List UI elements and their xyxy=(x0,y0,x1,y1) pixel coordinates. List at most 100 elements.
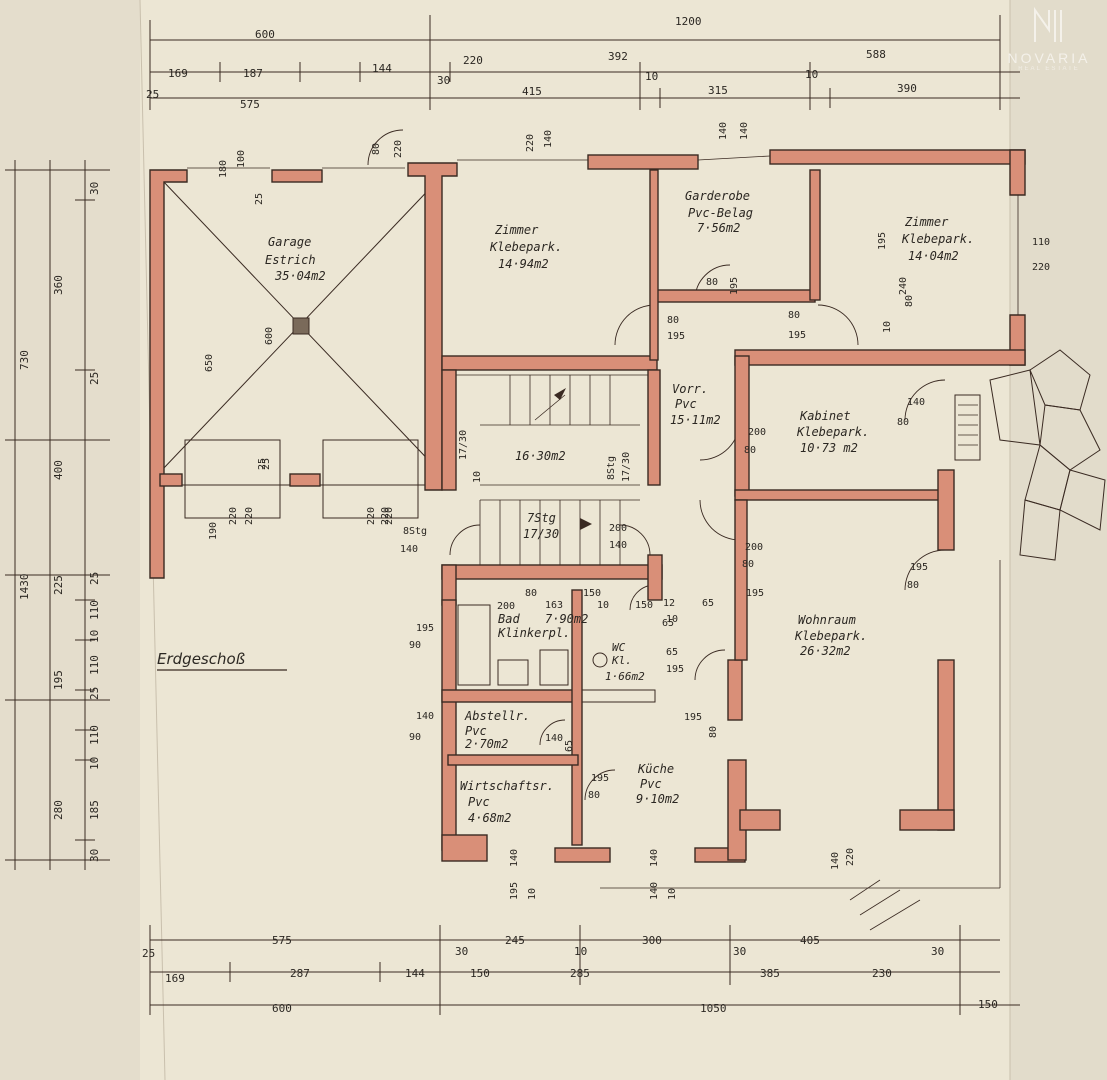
room-kueche: Küche Pvc 9·10m2 xyxy=(636,762,681,806)
svg-text:25: 25 xyxy=(88,372,101,385)
room-bad: Bad Klinkerpl. xyxy=(497,612,570,640)
svg-text:225: 225 xyxy=(52,575,65,595)
room-bad-area: 7·90m2 xyxy=(545,612,588,626)
svg-text:25: 25 xyxy=(261,458,272,470)
svg-text:150: 150 xyxy=(635,600,653,611)
svg-text:10: 10 xyxy=(666,614,678,625)
svg-text:30: 30 xyxy=(437,74,450,87)
svg-text:195: 195 xyxy=(509,882,520,900)
svg-text:140: 140 xyxy=(649,882,660,900)
svg-text:315: 315 xyxy=(708,84,728,97)
svg-text:25: 25 xyxy=(142,947,155,960)
svg-text:140: 140 xyxy=(416,711,434,722)
door-labels: 80 220 180 100 25 220 140 140 140 650 60… xyxy=(204,122,1050,900)
room-garderobe: Garderobe Pvc-Belag 7·56m2 xyxy=(685,189,760,235)
svg-text:110: 110 xyxy=(88,655,101,675)
svg-text:300: 300 xyxy=(642,934,662,947)
svg-text:195: 195 xyxy=(416,623,434,634)
svg-text:110: 110 xyxy=(88,600,101,620)
svg-text:140: 140 xyxy=(400,544,418,555)
svg-text:150: 150 xyxy=(583,588,601,599)
svg-text:80: 80 xyxy=(788,310,800,321)
floor-title: Erdgeschoß xyxy=(157,650,245,668)
svg-text:140: 140 xyxy=(907,397,925,408)
svg-text:17/30: 17/30 xyxy=(458,430,469,460)
svg-text:140: 140 xyxy=(509,849,520,867)
svg-text:10: 10 xyxy=(805,68,818,81)
svg-text:220: 220 xyxy=(1032,262,1050,273)
room-zimmer-2: Zimmer Klebepark. 14·04m2 xyxy=(901,215,981,263)
svg-text:80: 80 xyxy=(742,559,754,570)
room-abstellraum: Abstellr. Pvc 2·70m2 xyxy=(464,709,537,751)
svg-text:140: 140 xyxy=(545,733,563,744)
svg-text:405: 405 xyxy=(800,934,820,947)
svg-text:600: 600 xyxy=(255,28,275,41)
svg-text:10: 10 xyxy=(527,888,538,900)
svg-text:25: 25 xyxy=(146,88,159,101)
svg-text:10: 10 xyxy=(667,888,678,900)
svg-text:25: 25 xyxy=(88,687,101,700)
svg-text:220: 220 xyxy=(380,507,391,525)
svg-text:80: 80 xyxy=(708,726,719,738)
dims-top: 600 1200 169 187 144 220 392 588 25 575 … xyxy=(146,15,917,111)
svg-text:80: 80 xyxy=(371,143,382,155)
svg-text:80: 80 xyxy=(706,277,718,288)
svg-text:8Stg: 8Stg xyxy=(606,456,617,480)
svg-text:195: 195 xyxy=(877,232,888,250)
svg-text:220: 220 xyxy=(384,507,395,525)
svg-text:230: 230 xyxy=(872,967,892,980)
svg-text:220: 220 xyxy=(366,507,377,525)
svg-text:180: 180 xyxy=(218,160,229,178)
room-labels: Garage Estrich 35·04m2 Zimmer Klebepark.… xyxy=(265,189,981,825)
svg-text:185: 185 xyxy=(88,800,101,820)
svg-text:163: 163 xyxy=(545,600,563,611)
svg-text:280: 280 xyxy=(52,800,65,820)
svg-text:90: 90 xyxy=(409,732,421,743)
svg-text:187: 187 xyxy=(243,67,263,80)
svg-text:400: 400 xyxy=(52,460,65,480)
svg-text:195: 195 xyxy=(52,670,65,690)
svg-text:8Stg: 8Stg xyxy=(403,526,427,537)
svg-text:195: 195 xyxy=(729,277,740,295)
svg-text:140: 140 xyxy=(830,852,841,870)
svg-text:140: 140 xyxy=(739,122,750,140)
brand-logo: NOVARIA REAL ESTATE xyxy=(999,6,1099,72)
svg-text:144: 144 xyxy=(372,62,392,75)
svg-text:30: 30 xyxy=(733,945,746,958)
svg-text:10: 10 xyxy=(472,471,483,483)
svg-text:10: 10 xyxy=(645,70,658,83)
svg-text:150: 150 xyxy=(978,998,998,1011)
svg-text:150: 150 xyxy=(470,967,490,980)
room-stufen: 7Stg 17/30 xyxy=(523,511,563,541)
svg-text:80: 80 xyxy=(907,580,919,591)
svg-text:10: 10 xyxy=(597,600,609,611)
svg-text:285: 285 xyxy=(570,967,590,980)
svg-text:575: 575 xyxy=(272,934,292,947)
brand-tagline: REAL ESTATE xyxy=(1018,66,1080,72)
svg-text:200: 200 xyxy=(748,427,766,438)
svg-text:100: 100 xyxy=(236,150,247,168)
room-wc: WC Kl. 1·66m2 xyxy=(605,641,645,683)
svg-text:220: 220 xyxy=(463,54,483,67)
svg-text:220: 220 xyxy=(393,140,404,158)
svg-text:287: 287 xyxy=(290,967,310,980)
svg-text:10: 10 xyxy=(882,321,893,333)
svg-text:1200: 1200 xyxy=(675,15,702,28)
svg-text:1430: 1430 xyxy=(18,574,31,601)
svg-text:220: 220 xyxy=(228,507,239,525)
svg-text:220: 220 xyxy=(525,134,536,152)
svg-text:10: 10 xyxy=(88,630,101,643)
svg-text:200: 200 xyxy=(609,523,627,534)
svg-text:80: 80 xyxy=(667,315,679,326)
svg-text:730: 730 xyxy=(18,350,31,370)
svg-text:80: 80 xyxy=(744,445,756,456)
svg-text:200: 200 xyxy=(745,542,763,553)
svg-text:110: 110 xyxy=(1032,237,1050,248)
svg-text:30: 30 xyxy=(455,945,468,958)
svg-text:650: 650 xyxy=(204,354,215,372)
svg-text:80: 80 xyxy=(588,790,600,801)
svg-text:10: 10 xyxy=(574,945,587,958)
svg-text:600: 600 xyxy=(272,1002,292,1015)
svg-text:110: 110 xyxy=(88,725,101,745)
